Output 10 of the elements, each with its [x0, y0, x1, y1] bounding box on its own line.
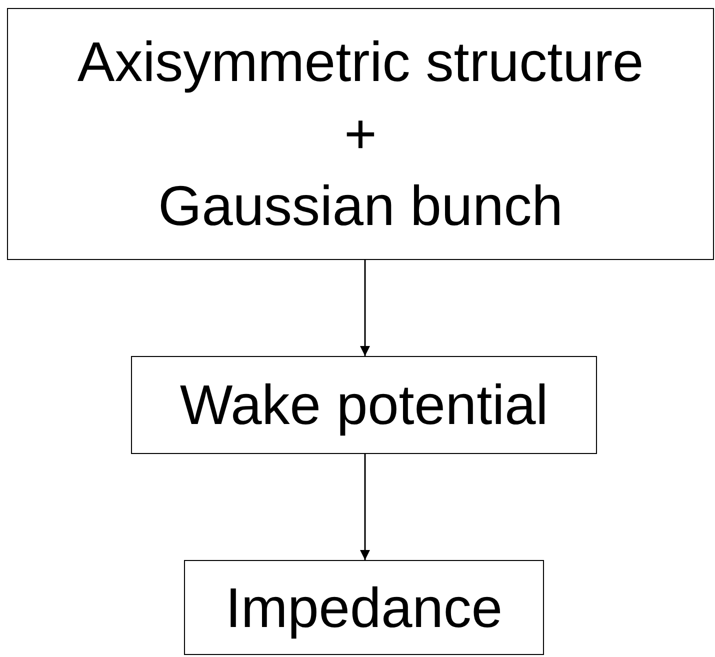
arrow: [360, 454, 370, 560]
process-box: [184, 560, 544, 655]
box-text: +: [344, 101, 377, 167]
box-text: Axisymmetric structure: [77, 29, 644, 95]
process-box: [131, 356, 597, 454]
process-box: [7, 8, 714, 260]
box-text: Impedance: [225, 574, 503, 641]
arrow: [360, 260, 370, 356]
box-text: Gaussian bunch: [158, 173, 563, 239]
box-text: Wake potential: [180, 372, 548, 438]
